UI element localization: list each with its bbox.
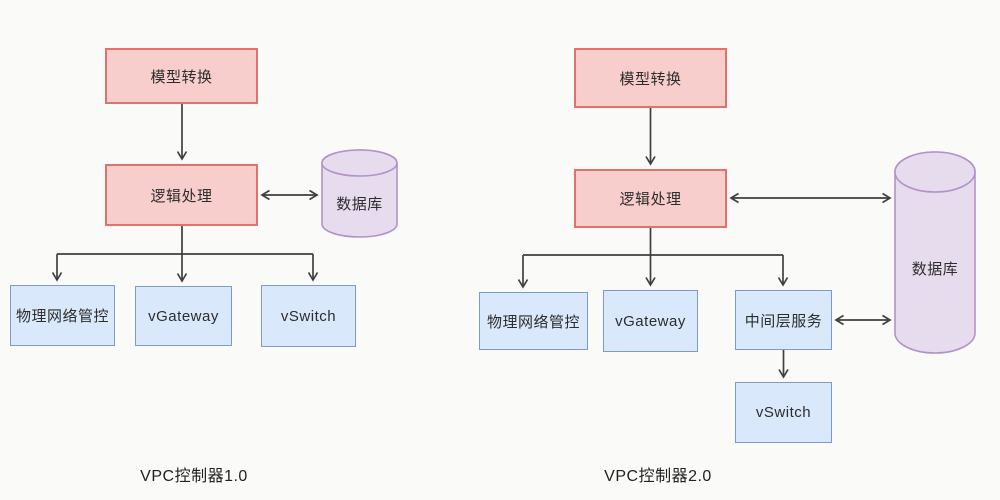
node-label: 模型转换 — [619, 70, 682, 88]
caption-vpc-controller-2: VPC控制器2.0 — [604, 468, 712, 485]
node-label: vGateway — [148, 307, 219, 325]
caption-vpc-controller-1: VPC控制器1.0 — [140, 468, 248, 485]
node-vgateway-v1: vGateway — [135, 286, 232, 346]
node-vswitch-v1: vSwitch — [261, 285, 356, 347]
node-label: 数据库 — [336, 195, 383, 213]
connector-right-branch — [523, 228, 783, 256]
node-label: vSwitch — [280, 307, 337, 325]
node-physical-network-mgmt-v2: 物理网络管控 — [479, 292, 588, 350]
node-label: 物理网络管控 — [486, 313, 580, 331]
node-logic-processing-v2: 逻辑处理 — [574, 169, 727, 228]
node-label: 物理网络管控 — [15, 308, 109, 325]
node-middle-layer-service-v2: 中间层服务 — [735, 290, 832, 350]
node-vswitch-v2: vSwitch — [735, 382, 832, 443]
database-label-v1: 数据库 — [322, 190, 397, 216]
node-logic-processing-v1: 逻辑处理 — [105, 164, 258, 226]
database-label-v2: 数据库 — [895, 255, 975, 281]
database-cylinder-left — [321, 149, 398, 238]
node-label: 数据库 — [911, 260, 959, 278]
node-label: 中间层服务 — [744, 312, 823, 330]
node-label: 模型转换 — [150, 68, 213, 86]
database-cylinder-right — [894, 151, 976, 354]
node-label: vGateway — [615, 312, 686, 330]
node-model-conversion-v1: 模型转换 — [105, 48, 258, 104]
node-model-conversion-v2: 模型转换 — [574, 48, 727, 108]
node-vgateway-v2: vGateway — [603, 290, 698, 352]
node-physical-network-mgmt-v1: 物理网络管控 — [10, 285, 115, 346]
connector-left-branch — [57, 226, 313, 255]
node-label: 逻辑处理 — [150, 187, 213, 205]
node-label: vSwitch — [755, 404, 812, 421]
node-label: 逻辑处理 — [619, 191, 682, 208]
